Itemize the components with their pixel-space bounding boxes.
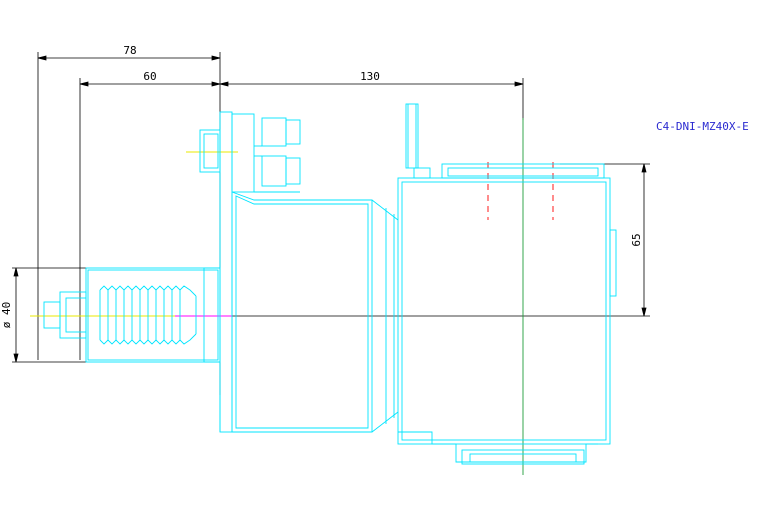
dimension-60-label: 60: [143, 70, 156, 83]
part-number-label: C4-DNI-MZ40X-E: [656, 120, 749, 133]
part-outline: [43, 103, 617, 465]
hidden-lines: [487, 162, 554, 220]
dimension-78-label: 78: [123, 44, 136, 57]
dimension-130-label: 130: [360, 70, 380, 83]
dimension-diameter-40-label: ø 40: [0, 302, 13, 329]
dimension-lines: [12, 52, 650, 395]
centerlines: [30, 118, 524, 475]
dimension-65-label: 65: [630, 233, 643, 246]
